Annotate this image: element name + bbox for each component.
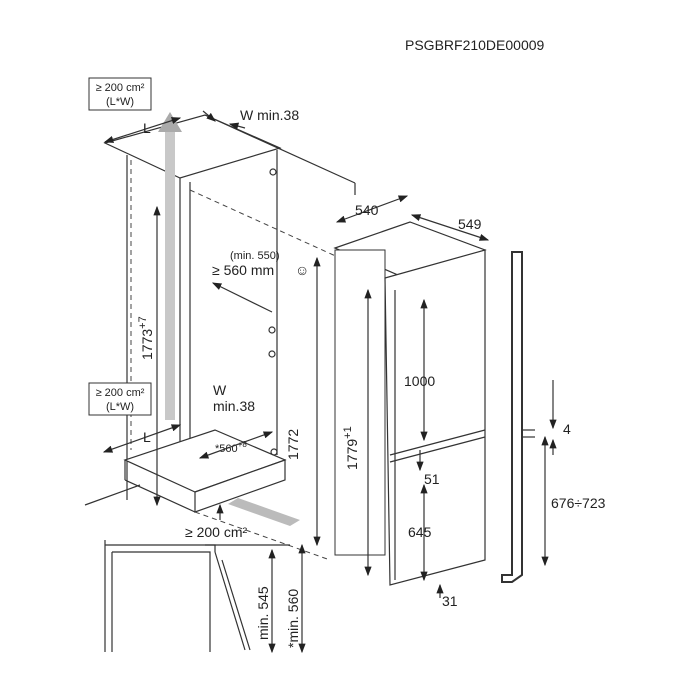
model-code: PSGBRF210DE00009 [405, 37, 545, 53]
svg-text:(L*W): (L*W) [106, 96, 134, 108]
detail-min-560: *min. 560 [285, 589, 301, 648]
dim-676-723: 676÷723 [551, 495, 606, 511]
smiley-icon: ☺ [295, 262, 309, 278]
bottom-w-value: min.38 [213, 398, 255, 414]
bottom-l-label: L [143, 429, 151, 445]
dim-31: 31 [442, 593, 458, 609]
svg-text:(L*W): (L*W) [106, 401, 134, 413]
appliance-depth-label: 549 [458, 216, 482, 232]
detail-min-545: min. 545 [255, 586, 271, 640]
dim-1772: 1772 [285, 429, 301, 460]
dim-645: 645 [408, 524, 432, 540]
door-clearance-min: (min. 550) [230, 250, 280, 262]
top-w-label: W min.38 [240, 107, 299, 123]
niche-height-label: 1773+7 [137, 316, 155, 360]
door-panel [501, 251, 535, 583]
bottom-vent-label: ≥ 200 cm² (L*W) [88, 382, 152, 416]
niche-cabinet [84, 112, 356, 561]
door-clearance-value: ≥ 560 mm [212, 262, 274, 278]
top-l-label: L [143, 120, 151, 136]
dim-1000: 1000 [404, 373, 435, 389]
svg-text:≥ 200 cm²: ≥ 200 cm² [96, 387, 145, 399]
top-vent-label: ≥ 200 cm² (L*W) [88, 77, 152, 111]
appliance-width-label: 540 [355, 202, 379, 218]
hinge-icons [268, 168, 278, 456]
bottom-w-label: W [213, 382, 227, 398]
section-detail [104, 540, 290, 652]
svg-text:≥ 200 cm²: ≥ 200 cm² [96, 82, 145, 94]
dim-4: 4 [563, 421, 571, 437]
dim-51: 51 [424, 471, 440, 487]
appliance-height-label: 1779+1 [342, 426, 360, 470]
plinth-vent-label: ≥ 200 cm² [185, 524, 247, 540]
